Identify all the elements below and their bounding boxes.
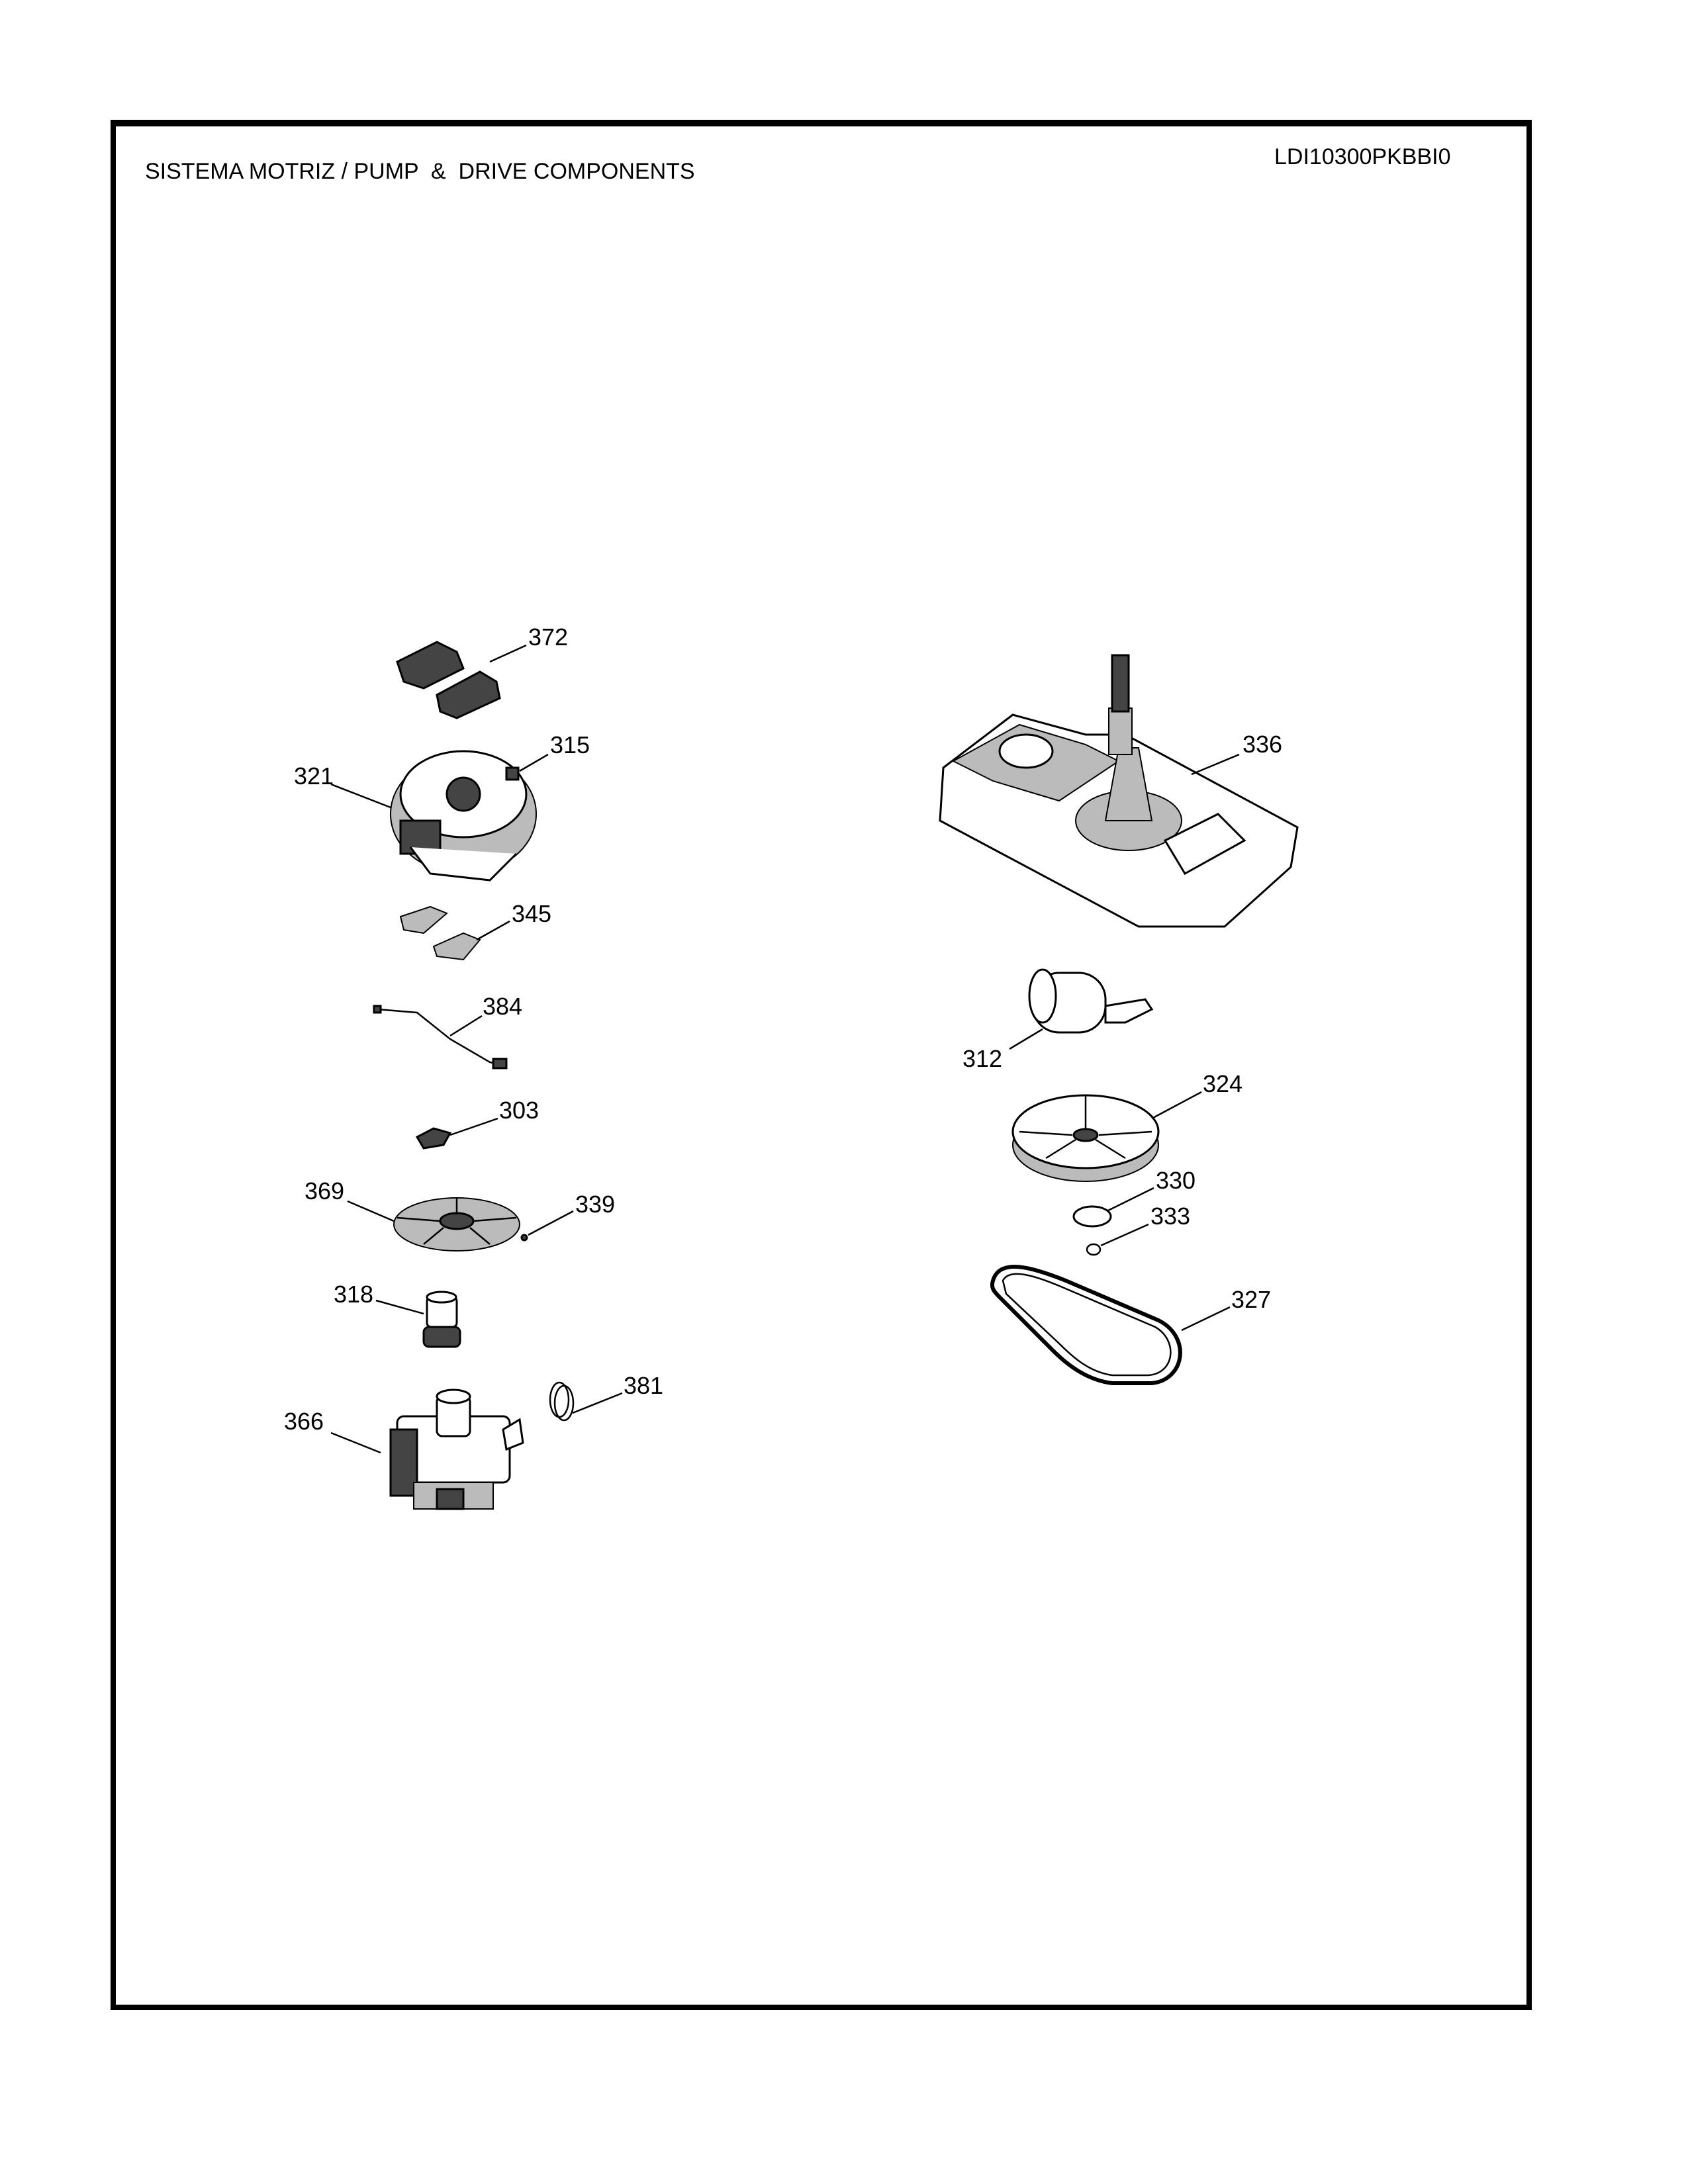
- part-366-drain-pump: [389, 1388, 524, 1510]
- label-336: 336: [1243, 731, 1282, 758]
- label-372: 372: [528, 623, 568, 651]
- part-330-washer: [1072, 1205, 1112, 1228]
- part-345-pads: [399, 905, 481, 961]
- label-381: 381: [624, 1372, 663, 1399]
- part-312-capacitor: [1028, 968, 1154, 1034]
- part-315-clip: [505, 766, 520, 781]
- label-324: 324: [1203, 1070, 1243, 1097]
- part-333-retaining-ring: [1086, 1243, 1102, 1256]
- part-318-coupling: [422, 1291, 461, 1348]
- label-345: 345: [512, 900, 551, 927]
- label-321: 321: [294, 762, 334, 790]
- part-303-clip: [415, 1127, 452, 1150]
- label-312: 312: [962, 1045, 1002, 1072]
- model-number: LDI10300PKBBI0: [1274, 144, 1451, 169]
- label-333: 333: [1150, 1203, 1190, 1230]
- part-321-motor: [390, 750, 537, 882]
- label-339: 339: [575, 1191, 615, 1218]
- label-315: 315: [550, 731, 590, 758]
- part-336-transmission-plate: [939, 654, 1299, 928]
- label-327: 327: [1231, 1286, 1271, 1313]
- label-318: 318: [334, 1281, 373, 1308]
- part-339-screw: [520, 1234, 528, 1242]
- label-384: 384: [483, 993, 522, 1020]
- label-366: 366: [284, 1408, 324, 1435]
- part-372-mount-pads: [396, 641, 501, 719]
- part-369-fan: [393, 1197, 520, 1251]
- diagram-title: SISTEMA MOTRIZ / PUMP & DRIVE COMPONENTS: [145, 159, 695, 184]
- part-384-wire-harness: [373, 1005, 508, 1069]
- label-303: 303: [499, 1097, 539, 1124]
- part-381-clamp: [549, 1381, 575, 1422]
- part-324-pulley: [1011, 1094, 1160, 1182]
- label-330: 330: [1156, 1167, 1196, 1194]
- part-327-belt: [990, 1265, 1182, 1385]
- page-border: [111, 120, 1532, 2010]
- label-369: 369: [305, 1177, 344, 1205]
